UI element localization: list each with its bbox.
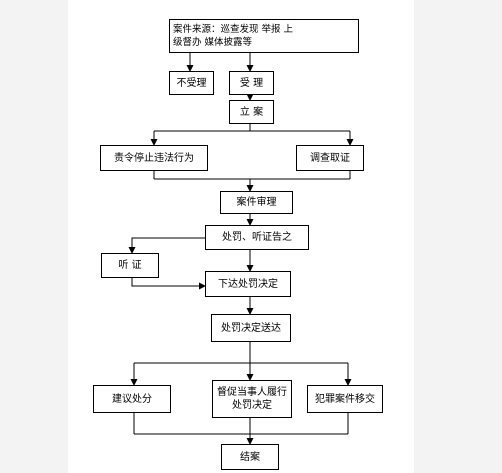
node-case-source: 案件来源：巡查发现 举报 上 级督办 媒体披露等 — [169, 19, 359, 53]
node-urge: 督促当事人履行 处罚决定 — [212, 380, 292, 418]
node-not-accept: 不受理 — [169, 71, 214, 95]
node-notify: 处罚、听证告之 — [205, 225, 309, 250]
node-transfer: 犯罪案件移交 — [307, 385, 383, 413]
node-deliver: 处罚决定送达 — [211, 314, 291, 342]
arrow-notify-to-hearing — [128, 237, 205, 254]
node-decision: 下达处罚决定 — [205, 271, 291, 297]
node-order-stop: 责令停止违法行为 — [100, 145, 208, 171]
node-hearing: 听 证 — [101, 253, 159, 278]
node-investigate: 调查取证 — [296, 145, 364, 171]
flowchart-connectors — [128, 53, 354, 445]
node-review: 案件审理 — [220, 191, 293, 214]
node-suggest: 建议处分 — [93, 385, 171, 413]
arrow-hearing-to-decision — [131, 278, 206, 290]
flowchart-canvas: 案件来源：巡查发现 举报 上 级督办 媒体披露等 不受理 受 理 立 案 责令停… — [68, 0, 414, 473]
node-close: 结案 — [221, 444, 279, 470]
node-file-case: 立 案 — [229, 100, 274, 124]
node-accept: 受 理 — [229, 71, 274, 95]
